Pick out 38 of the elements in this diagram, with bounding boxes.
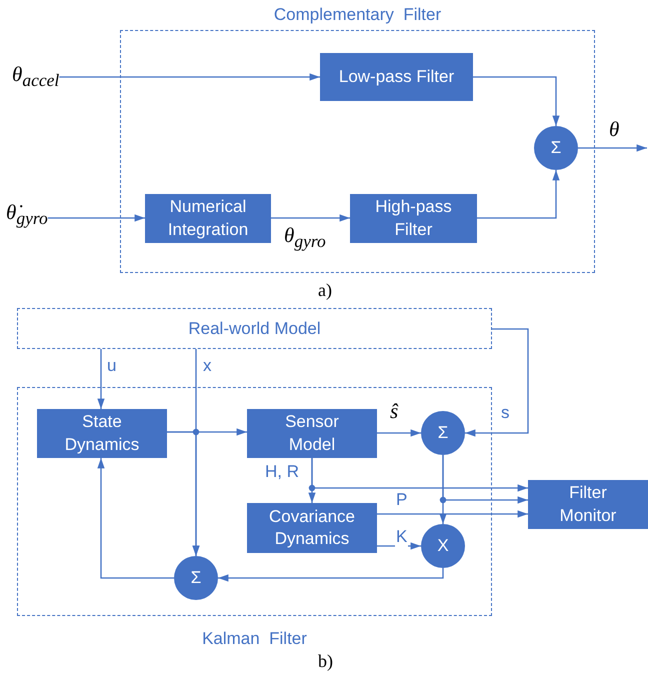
arrow — [377, 510, 528, 518]
process-box: Covariance Dynamics — [247, 503, 377, 553]
process-box: Numerical Integration — [145, 194, 271, 243]
panel-label: b) — [318, 651, 333, 672]
box-title: Real-world Model — [188, 318, 321, 338]
arrow — [59, 73, 320, 81]
dashed-box — [17, 308, 492, 349]
operator-circle: Σ — [421, 411, 465, 455]
arrow — [465, 328, 529, 437]
arrow — [442, 455, 528, 504]
math-symbol: θ$_{accel}$ — [12, 62, 60, 92]
group-title: Complementary Filter — [274, 5, 442, 25]
operator-circle: Σ — [534, 126, 578, 170]
math-symbol: θ̇$_{gyro}$ — [6, 200, 48, 230]
process-box: High-pass Filter — [350, 194, 477, 243]
process-box: Low-pass Filter — [320, 53, 473, 101]
process-box: State Dynamics — [37, 409, 167, 458]
operator-circle: X — [421, 524, 465, 568]
arrow — [477, 170, 560, 219]
arrow — [377, 542, 421, 550]
group-title: Kalman Filter — [202, 629, 307, 649]
arrow — [473, 76, 560, 126]
process-box: Filter Monitor — [528, 480, 648, 529]
edge-label: K — [395, 528, 408, 547]
arrow — [97, 349, 105, 409]
panel-label: a) — [318, 280, 332, 301]
arrow — [377, 429, 421, 437]
edge-label: θ$_{gyro}$ — [283, 224, 327, 252]
arrow — [97, 458, 174, 579]
arrow — [48, 214, 145, 222]
arrow — [167, 431, 200, 556]
arrow — [578, 144, 647, 152]
process-box: Sensor Model — [247, 409, 377, 458]
arrow — [271, 214, 350, 222]
arrow — [311, 458, 528, 492]
arrow — [218, 568, 444, 582]
operator-circle: Σ — [174, 556, 218, 600]
edge-label: H, R — [264, 463, 300, 482]
